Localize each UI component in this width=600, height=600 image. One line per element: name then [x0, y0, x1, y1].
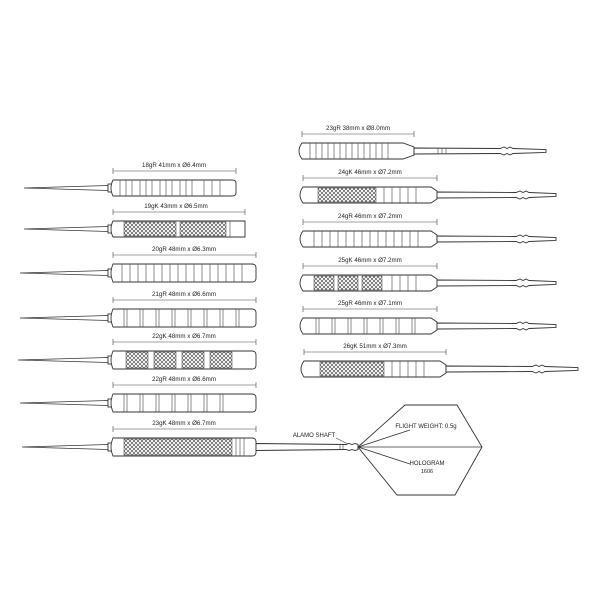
dart-spec-label: 25gK 46mm x Ø7.2mm [338, 257, 402, 264]
dimension-line [302, 219, 438, 225]
dart-spec-label: 20gR 48mm x Ø6.3mm [152, 246, 216, 253]
barrel-rings [123, 309, 240, 327]
steel-point [21, 444, 109, 450]
knurled-grip [317, 187, 377, 203]
steel-point [19, 315, 109, 321]
steel-point [19, 270, 109, 276]
dimension-line [302, 306, 438, 312]
barrel-rings [315, 318, 416, 334]
dart-24gK: 24gK 46mm x Ø7.2mm [299, 169, 557, 204]
knurled-grip [179, 221, 227, 237]
knurled-grip [181, 351, 205, 369]
dart-25gK: 25gK 46mm x Ø7.2mm [299, 257, 557, 292]
flight-code-label: 1606 [421, 469, 433, 475]
flight-wing [357, 404, 483, 496]
barrel-rings [121, 264, 243, 282]
right-dart-column: 23gR 38mm x Ø8.0mm 24gK 46mm x Ø7.2mm 24… [298, 125, 579, 378]
dart-spec-label: 23gR 38mm x Ø8.0mm [326, 125, 390, 132]
barrel [299, 230, 438, 248]
dart-spec-label: 22gK 48mm x Ø6.7mm [152, 333, 216, 340]
dart-spec-label: 26gK 51mm x Ø7.3mm [343, 343, 407, 350]
barrel-rings [313, 231, 419, 247]
knurled-grip [337, 275, 359, 291]
flight-weight-label: FLIGHT WEIGHT: 0.5g [395, 424, 456, 430]
dart-23gK-assembled: 23gK 48mm x Ø6.7mm [21, 420, 359, 457]
barrel-rings [123, 394, 224, 412]
dart-18gR: 18gR 41mm x Ø6.4mm [23, 162, 237, 197]
steel-point [17, 357, 109, 363]
knurled-grip [209, 351, 233, 369]
shaft [436, 190, 557, 200]
shaft-label: ALAMO SHAFT [293, 433, 336, 439]
dimension-line [112, 209, 246, 215]
shaft [436, 234, 557, 244]
flight: FLIGHT WEIGHT: 0.5g HOLOGRAM 1606 [357, 404, 483, 496]
dart-21gR: 21gR 48mm x Ø6.6mm [19, 291, 257, 328]
dart-19gK: 19gK 43mm x Ø6.5mm [23, 203, 246, 238]
dart-26gK: 26gK 51mm x Ø7.3mm [300, 343, 579, 378]
dimension-line [112, 339, 257, 345]
flight-fold [357, 429, 482, 465]
shaft [445, 364, 579, 374]
dart-spec-label: 23gK 48mm x Ø6.7mm [152, 420, 216, 427]
shaft [436, 321, 557, 331]
barrel-rings [391, 361, 425, 377]
dimension-line [301, 131, 415, 137]
dart-spec-label: 24gK 46mm x Ø7.2mm [338, 169, 402, 176]
knurled-grip [123, 221, 177, 237]
steel-point [19, 400, 109, 406]
dart-spec-label: 25gR 46mm x Ø7.1mm [338, 300, 402, 307]
barrel [110, 263, 257, 283]
dimension-line [303, 349, 447, 355]
dimension-line [112, 426, 257, 432]
dimension-line [302, 175, 438, 181]
knurled-grip [313, 275, 335, 291]
dart-spec-label: 21gR 48mm x Ø6.6mm [152, 291, 216, 298]
dart-22gK: 22gK 48mm x Ø6.7mm [17, 333, 257, 370]
dimension-line [302, 263, 438, 269]
dart-24gR: 24gR 46mm x Ø7.2mm [299, 213, 557, 248]
barrel [110, 308, 257, 328]
shaft-rings [339, 444, 344, 450]
dart-23gR: 23gR 38mm x Ø8.0mm [298, 125, 547, 160]
knurled-grip [125, 351, 149, 369]
dart-22gR: 22gR 48mm x Ø6.6mm [19, 376, 257, 413]
barrel [299, 317, 438, 335]
shaft-callout: ALAMO SHAFT [293, 433, 349, 445]
knurled-grip [123, 438, 233, 456]
barrel-rings [309, 143, 389, 159]
shaft [436, 278, 557, 288]
dart-spec-label: 18gR 41mm x Ø6.4mm [142, 162, 206, 169]
dart-25gR: 25gR 46mm x Ø7.1mm [299, 300, 557, 335]
dimension-line [112, 252, 257, 258]
barrel-rings [383, 187, 417, 203]
shaft [413, 146, 547, 156]
barrel-rings [235, 438, 245, 456]
dimension-line [112, 382, 257, 388]
dart-20gR: 20gR 48mm x Ø6.3mm [19, 246, 257, 283]
steel-point [23, 226, 109, 232]
barrel-rings [119, 180, 221, 196]
dimension-line [112, 297, 257, 303]
dart-spec-label: 24gR 46mm x Ø7.2mm [338, 213, 402, 220]
knurled-grip [361, 275, 383, 291]
shaft-rings [437, 148, 447, 154]
knurled-grip [319, 361, 385, 377]
dart-spec-label: 22gR 48mm x Ø6.6mm [152, 376, 216, 383]
left-dart-column: 18gR 41mm x Ø6.4mm 19gK 43mm x Ø6.5mm 20 [17, 162, 359, 457]
steel-point [23, 185, 109, 191]
barrel [110, 393, 257, 413]
dart-spec-label: 19gK 43mm x Ø6.5mm [144, 203, 208, 210]
flight-type-label: HOLOGRAM [409, 461, 444, 467]
alamo-shaft [255, 443, 359, 451]
dimension-line [112, 168, 237, 174]
knurled-grip [153, 351, 177, 369]
barrel-rings [391, 275, 417, 291]
barrel [110, 179, 237, 197]
shaft-leader-line [335, 437, 349, 445]
